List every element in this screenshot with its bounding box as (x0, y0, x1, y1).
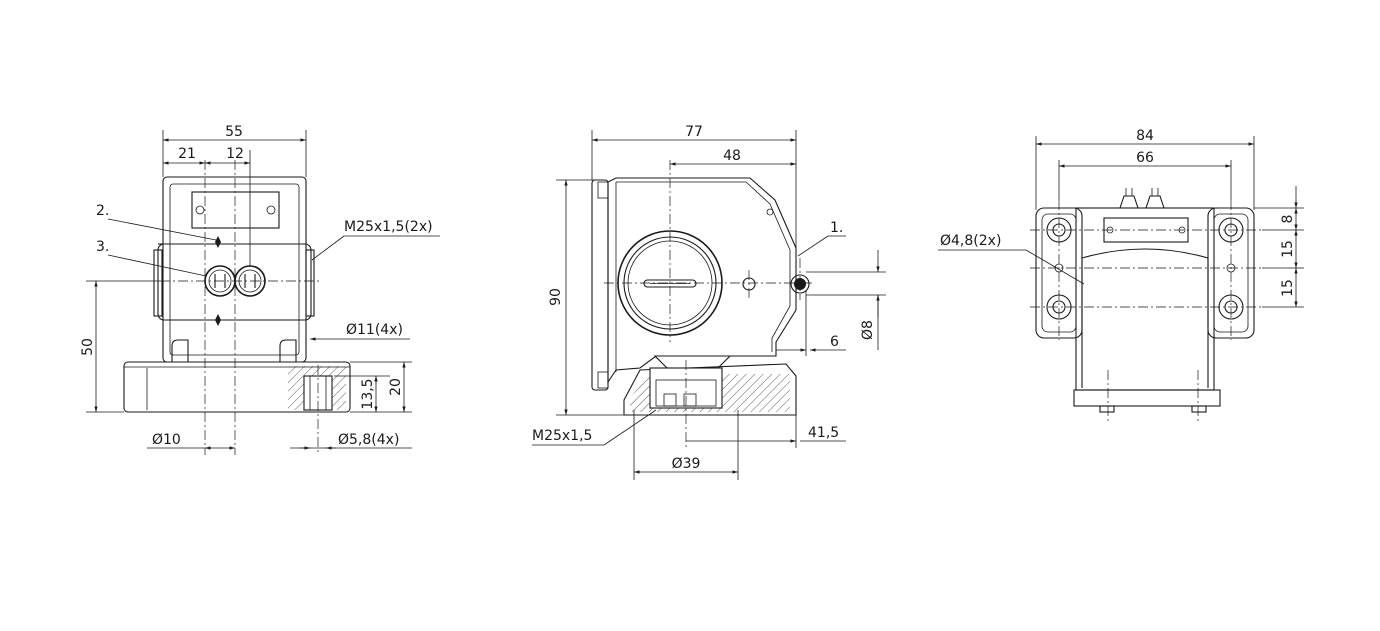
right-housing (1075, 207, 1215, 391)
dim-12: 12 (226, 146, 244, 162)
left-housing (162, 176, 307, 363)
dim-55: 55 (225, 124, 243, 140)
dim-bore-10: Ø10 (152, 432, 181, 448)
dim-15-lower: 15 (1280, 279, 1296, 297)
left-base (123, 361, 351, 413)
callout-3: 3. (96, 239, 109, 255)
dim-66: 66 (1136, 150, 1154, 166)
left-thread-label: M25x1,5(2x) (344, 219, 433, 235)
right-view: 84 66 Ø4,8(2x) 8 15 15 (938, 128, 1304, 424)
right-hole-label: Ø4,8(2x) (940, 233, 1001, 249)
dim-48: 48 (723, 148, 741, 164)
middle-housing (607, 177, 797, 384)
dim-41-5: 41,5 (808, 425, 839, 441)
dim-6: 6 (830, 334, 839, 350)
dim-13-5: 13,5 (360, 378, 376, 409)
dim-flange-39: Ø39 (672, 456, 701, 472)
dim-shaft-8: Ø8 (860, 320, 876, 340)
dim-8: 8 (1280, 215, 1296, 224)
left-label-plate (191, 191, 280, 229)
left-view: 55 21 12 2. 3. M25x1,5(2x) 50 Ø11(4x) 13… (80, 124, 440, 455)
dim-90: 90 (548, 288, 564, 306)
callout-2: 2. (96, 203, 109, 219)
hole-11-label: Ø11(4x) (346, 322, 403, 338)
middle-thread-label: M25x1,5 (532, 428, 592, 444)
dim-21: 21 (178, 146, 196, 162)
hole-5-8-label: Ø5,8(4x) (338, 432, 399, 448)
callout-1: 1. (830, 220, 843, 236)
middle-view: 77 48 1. 90 Ø8 6 M25x1,5 41,5 (532, 124, 886, 480)
dim-50: 50 (80, 338, 96, 356)
dim-20: 20 (388, 378, 404, 396)
right-base (1073, 389, 1221, 407)
dim-15-upper: 15 (1280, 240, 1296, 258)
dim-84: 84 (1136, 128, 1154, 144)
dim-77: 77 (685, 124, 703, 140)
